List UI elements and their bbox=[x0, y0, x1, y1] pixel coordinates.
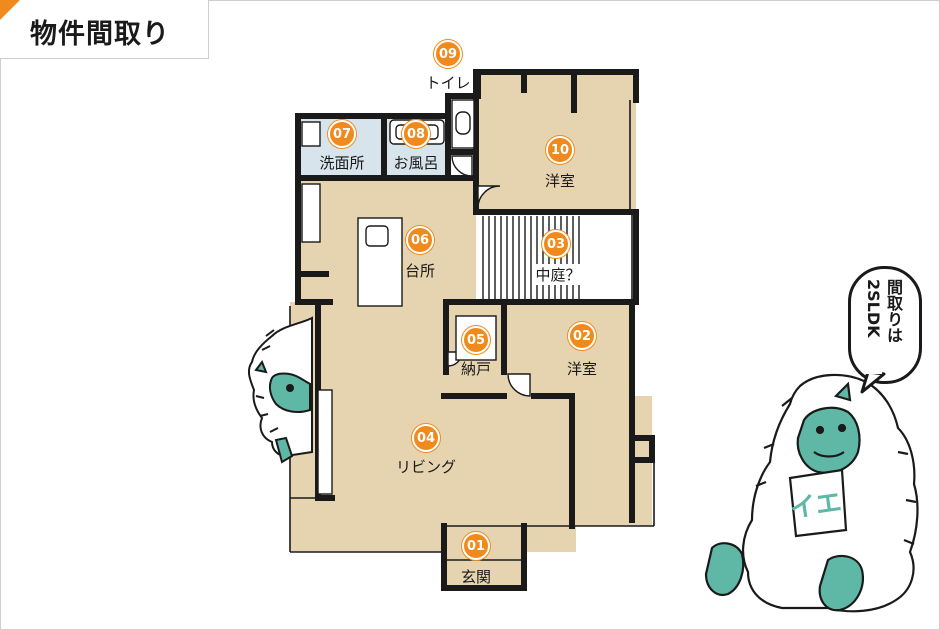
room-label-entrance: 玄関 bbox=[460, 568, 492, 586]
room-badge-03: 03 bbox=[542, 230, 570, 258]
room-label-living: リビング bbox=[395, 458, 457, 476]
speech-line-2: 2SLDK bbox=[864, 279, 883, 338]
room-label-kitchen: 台所 bbox=[404, 262, 436, 280]
title-corner-accent bbox=[0, 0, 20, 20]
room-badge-01: 01 bbox=[462, 532, 490, 560]
room-badge-02: 02 bbox=[568, 322, 596, 350]
room-label-storage: 納戸 bbox=[460, 360, 492, 378]
room-label-bath: お風呂 bbox=[393, 154, 439, 172]
sitting-mascot bbox=[704, 373, 919, 613]
speech-line-1: 間取りは bbox=[884, 279, 903, 343]
mascot-chest-text: イエ bbox=[788, 488, 843, 525]
room-label-courtyard: 中庭？ bbox=[533, 264, 583, 285]
room-label-washroom: 洗面所 bbox=[319, 154, 365, 172]
sink bbox=[301, 121, 321, 147]
room-label-western-room-10: 洋室 bbox=[544, 172, 576, 190]
kitchen-sink bbox=[365, 225, 389, 247]
peeking-mascot bbox=[247, 316, 313, 464]
kitchen-counter bbox=[301, 183, 321, 243]
page-title: 物件間取り bbox=[30, 19, 170, 50]
room-badge-06: 06 bbox=[406, 226, 434, 254]
room-badge-05: 05 bbox=[462, 326, 490, 354]
living-counter bbox=[317, 389, 333, 495]
room-badge-10: 10 bbox=[546, 136, 574, 164]
door-room10 bbox=[477, 185, 501, 209]
room-badge-08: 08 bbox=[402, 120, 430, 148]
room-badge-04: 04 bbox=[412, 424, 440, 452]
speech-bubble: 間取りは 2SLDK bbox=[848, 266, 922, 384]
door-room2 bbox=[507, 373, 531, 397]
walls-thick bbox=[295, 69, 655, 591]
room-badge-09: 09 bbox=[434, 40, 462, 68]
title-tab: 物件間取り bbox=[0, 0, 209, 59]
room-badge-07: 07 bbox=[328, 120, 356, 148]
toilet-bowl bbox=[455, 111, 471, 135]
room-label-toilet: トイレ bbox=[423, 72, 473, 93]
courtyard-hatch bbox=[482, 216, 580, 302]
door-toilet bbox=[451, 155, 473, 177]
fixtures bbox=[301, 99, 497, 495]
room-label-western-room-2: 洋室 bbox=[566, 360, 598, 378]
